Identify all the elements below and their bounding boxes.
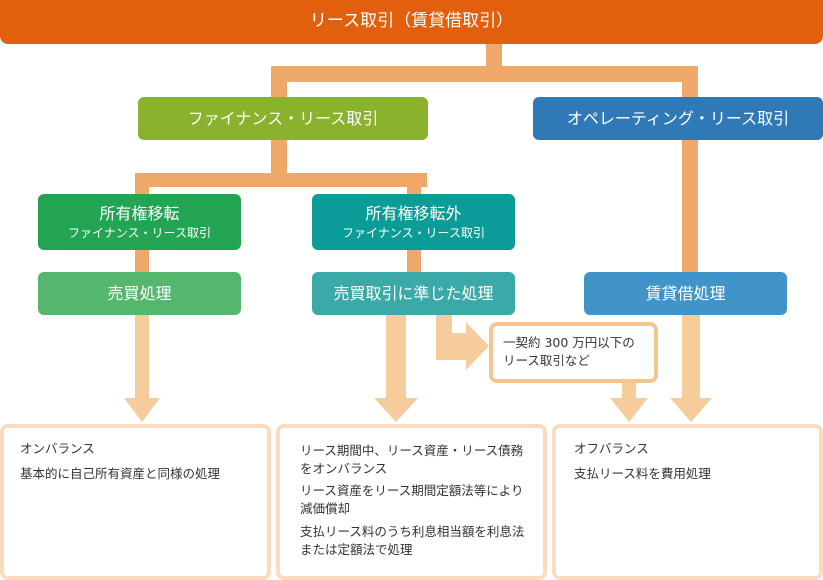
sale-like-treatment-label: 売買取引に準じた処理 (333, 283, 494, 303)
small-lease-exception-note: 一契約 300 万円以下の リース取引など (489, 322, 658, 383)
connector-finance-stem (271, 140, 287, 180)
finance-lease-label: ファイナンス・リース取引 (187, 108, 379, 128)
non-ownership-transfer-title: 所有権移転外 (365, 203, 462, 223)
off-balance-text: 支払リース料を費用処理 (574, 466, 711, 482)
non-transfer-line-2: リース資産をリース期間定額法等により減価償却 (300, 483, 524, 517)
note-line-2: リース取引など (503, 353, 590, 369)
sale-treatment-label: 売買処理 (107, 283, 172, 303)
operating-lease-box: オペレーティング・リース取引 (533, 97, 823, 140)
ownership-transfer-title: 所有権移転 (99, 203, 180, 223)
lease-transaction-title: リース取引（賃貸借取引） (309, 11, 514, 32)
lease-transaction-header: リース取引（賃貸借取引） (0, 0, 823, 44)
sale-treatment-box: 売買処理 (38, 272, 241, 315)
non-transfer-line-3: 支払リース料のうち利息相当額を利息法または定額法で処理 (300, 523, 525, 557)
non-transfer-line-1: リース期間中、リース資産・リース債務をオンバランス (300, 443, 524, 477)
connector-to-ownership (135, 173, 149, 194)
rental-treatment-label: 賃貸借処理 (645, 283, 726, 303)
finance-lease-box: ファイナンス・リース取引 (138, 97, 428, 140)
connector-top-bar (271, 66, 698, 82)
on-balance-heading: オンバランス (20, 441, 95, 456)
connector-operating-rental (682, 250, 698, 272)
connector-to-non-ownership (407, 173, 421, 194)
off-balance-heading: オフバランス (574, 441, 649, 456)
on-balance-text: 基本的に自己所有資産と同様の処理 (20, 466, 221, 482)
arrow-saleLike-to-note (436, 315, 489, 370)
non-ownership-transfer-box: 所有権移転外 ファイナンス・リース取引 (312, 194, 515, 250)
off-balance-result: オフバランス 支払リース料を費用処理 (552, 424, 823, 580)
connector-nonown-sale (407, 250, 421, 272)
connector-to-finance (271, 66, 287, 97)
arrow-sale-to-onbalance (124, 315, 160, 422)
rental-treatment-box: 賃貸借処理 (584, 272, 787, 315)
non-transfer-result: リース期間中、リース資産・リース債務をオンバランス リース資産をリース期間定額法… (276, 424, 547, 580)
arrow-note-to-offbalance (610, 383, 648, 422)
ownership-transfer-box: 所有権移転 ファイナンス・リース取引 (38, 194, 241, 250)
on-balance-result: オンバランス 基本的に自己所有資産と同様の処理 (0, 424, 271, 580)
sale-like-treatment-box: 売買取引に準じた処理 (312, 272, 515, 315)
operating-lease-label: オペレーティング・リース取引 (566, 108, 790, 128)
connector-ownership-sale (135, 250, 149, 272)
connector-finance-bar (135, 173, 427, 187)
note-line-1: 一契約 300 万円以下の (503, 335, 635, 350)
arrow-saleLike-to-result (374, 315, 418, 422)
arrow-rental-to-offbalance (670, 315, 712, 422)
non-ownership-transfer-subtitle: ファイナンス・リース取引 (342, 225, 485, 240)
ownership-transfer-subtitle: ファイナンス・リース取引 (68, 225, 211, 240)
